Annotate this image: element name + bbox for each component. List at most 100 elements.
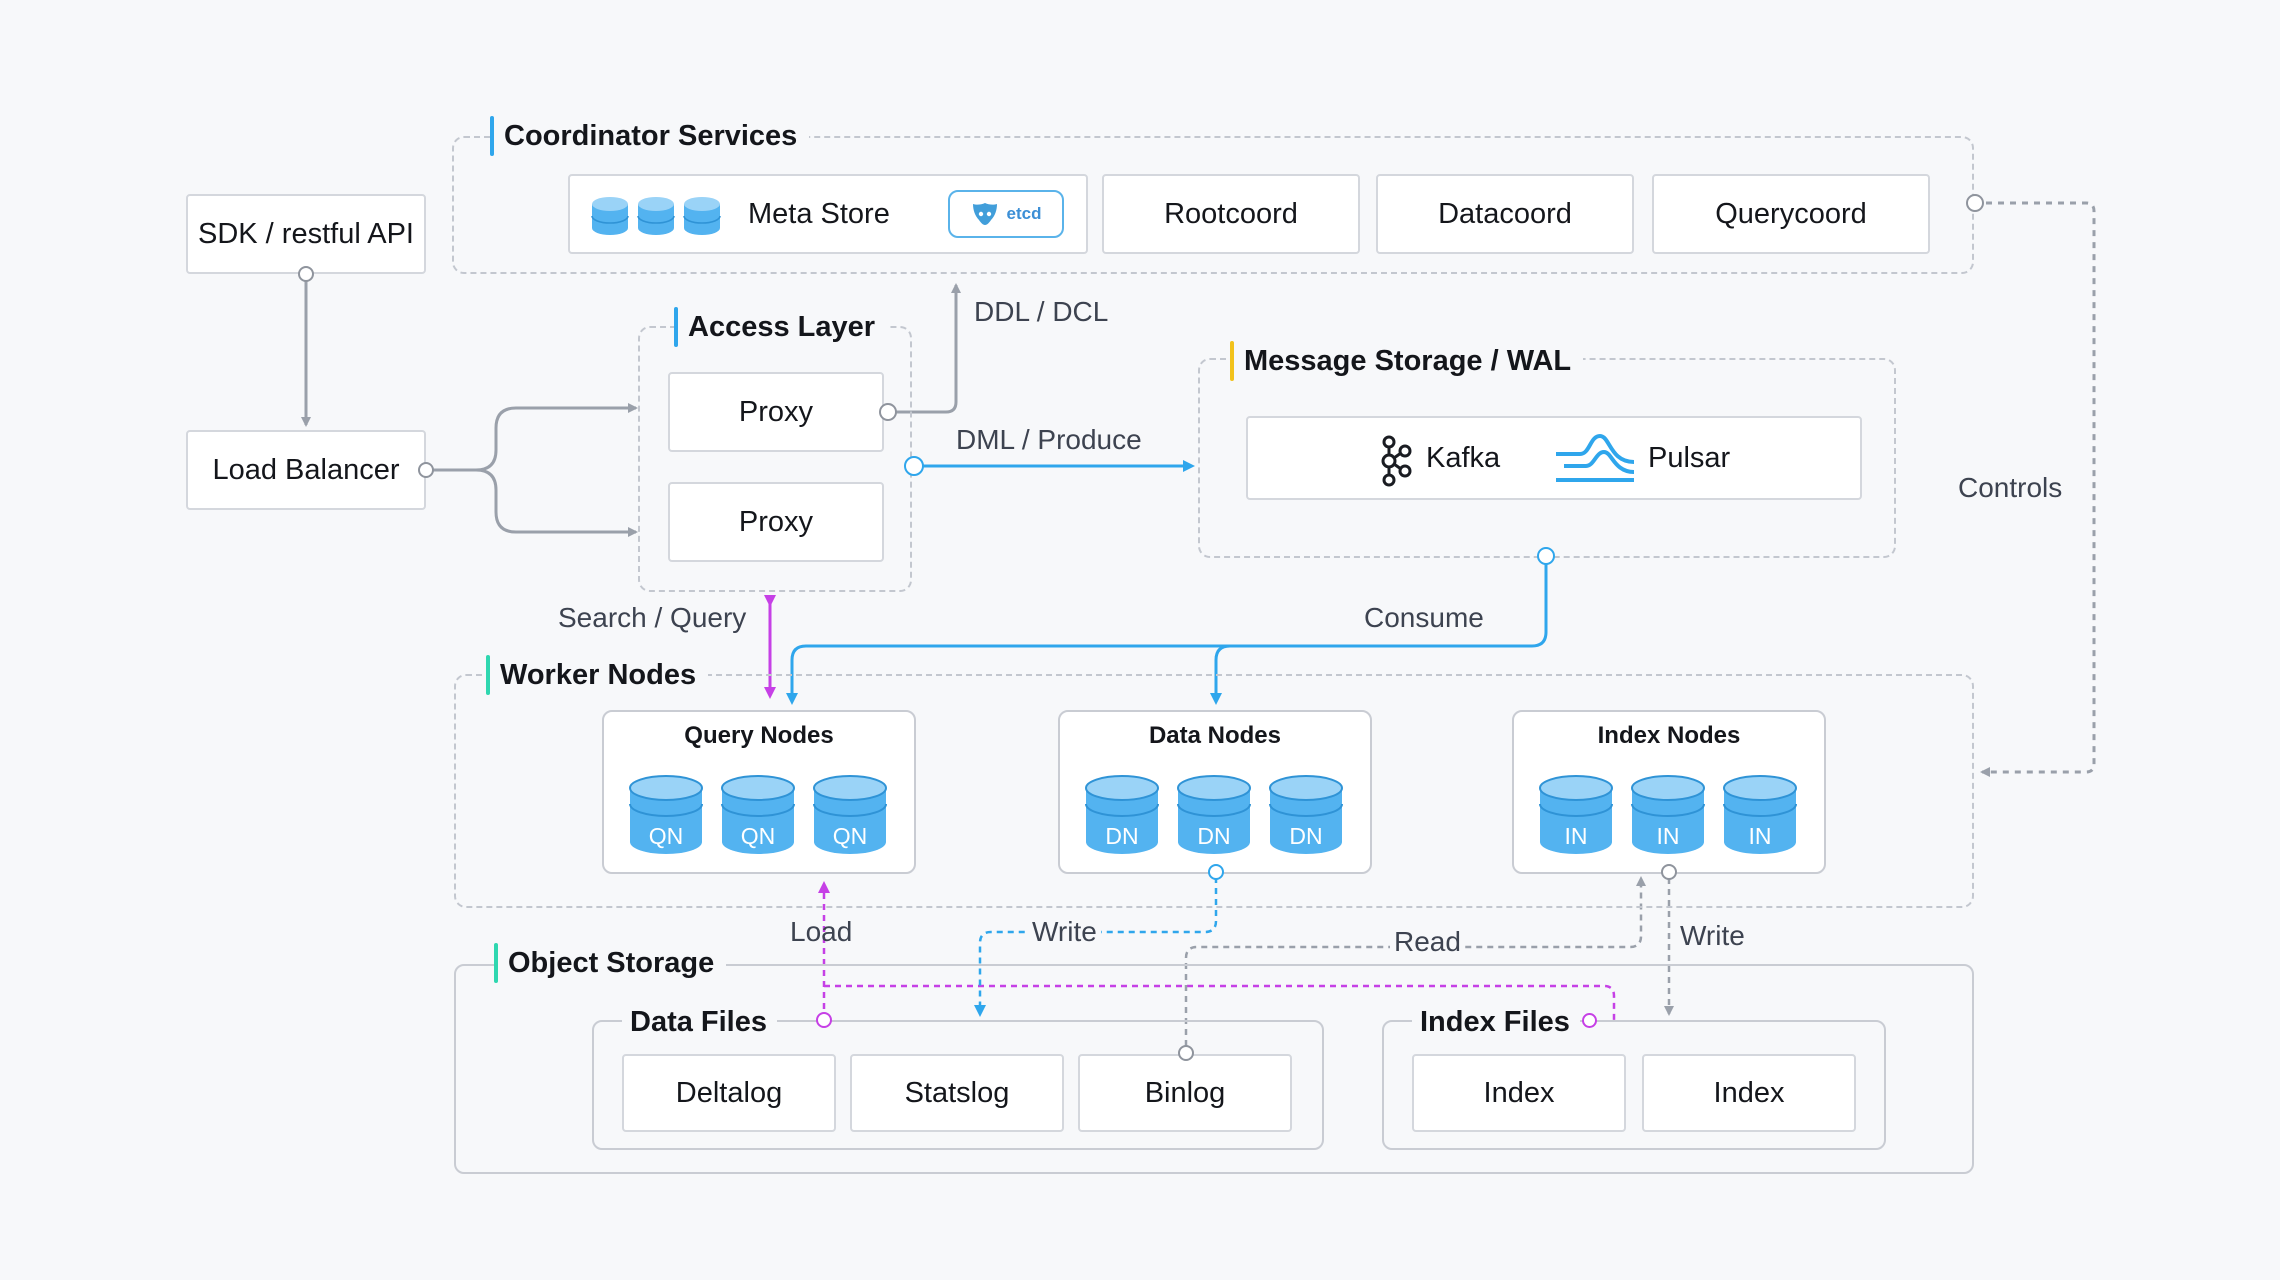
index-label-1: Index: [1483, 1076, 1555, 1109]
pulsar-label: Pulsar: [1648, 441, 1731, 474]
controls-label: Controls: [1958, 472, 2063, 503]
deltalog-box[interactable]: Deltalog: [622, 1054, 836, 1132]
data-nodes-write-port: [1208, 864, 1224, 880]
message-storage-title-text: Message Storage / WAL: [1244, 345, 1572, 377]
ddl-connector: [888, 283, 961, 414]
lb-to-proxy1-connector: [426, 403, 638, 472]
sdk-port: [298, 266, 314, 282]
write-data-label: Write: [1028, 916, 1101, 948]
coordinator-services-title-text: Coordinator Services: [504, 120, 798, 152]
etcd-label: etcd: [1006, 204, 1042, 223]
index-node-label-1: IN: [1564, 823, 1588, 849]
load-label: Load: [790, 916, 853, 947]
binlog-label: Binlog: [1144, 1076, 1226, 1109]
database-icon: [813, 775, 887, 854]
datacoord-box[interactable]: Datacoord: [1376, 174, 1634, 254]
querycoord-box[interactable]: Querycoord: [1652, 174, 1930, 254]
consume-connector: [786, 556, 1548, 705]
load-balancer-port: [418, 462, 434, 478]
index-box-2[interactable]: Index: [1642, 1054, 1856, 1132]
etcd-badge: etcd: [948, 190, 1064, 238]
etcd-icon: [972, 203, 997, 225]
write-index-label: Write: [1680, 920, 1745, 951]
data-nodes-title: Data Nodes: [1148, 722, 1282, 749]
data-files-title: Data Files: [622, 1002, 777, 1042]
rootcoord-label: Rootcoord: [1164, 197, 1298, 230]
dml-port: [904, 456, 924, 476]
database-icon: [1539, 775, 1613, 854]
object-storage-group: [454, 964, 1974, 1174]
search-query-label: Search / Query: [558, 602, 747, 633]
ddl-dcl-label: DDL / DCL: [974, 296, 1109, 327]
binlog-read-port: [1178, 1045, 1194, 1061]
database-icon: [1085, 775, 1159, 854]
query-node-label-3: QN: [832, 823, 868, 849]
query-node-label-1: QN: [648, 823, 684, 849]
index-nodes-title: Index Nodes: [1597, 722, 1741, 749]
dml-produce-label: DML / Produce: [956, 424, 1142, 455]
database-icon: [1631, 775, 1705, 854]
kafka-label: Kafka: [1426, 441, 1501, 474]
index-box-1[interactable]: Index: [1412, 1054, 1626, 1132]
index-node-label-2: IN: [1656, 823, 1680, 849]
rootcoord-box[interactable]: Rootcoord: [1102, 174, 1360, 254]
deltalog-label: Deltalog: [675, 1076, 783, 1109]
statslog-label: Statslog: [904, 1076, 1010, 1109]
index-node-label-3: IN: [1748, 823, 1772, 849]
index-label-2: Index: [1713, 1076, 1785, 1109]
query-node-label-2: QN: [740, 823, 776, 849]
database-icon: [721, 775, 795, 854]
consume-label: Consume: [1364, 602, 1484, 633]
binlog-box[interactable]: Binlog: [1078, 1054, 1292, 1132]
index-files-title: Index Files: [1412, 1002, 1580, 1042]
index-files-port: [1582, 1013, 1597, 1028]
load-port: [816, 1012, 832, 1028]
object-storage-title-text: Object Storage: [508, 947, 715, 979]
database-icon: [1723, 775, 1797, 854]
proxy-ddl-port: [879, 403, 897, 421]
controls-connector: [1974, 201, 2096, 777]
data-files-title-text: Data Files: [630, 1006, 767, 1038]
message-queue-box[interactable]: Kafka Pulsar: [1246, 416, 1862, 500]
sdk-api-box[interactable]: SDK / restful API: [186, 194, 426, 274]
data-node-label-2: DN: [1197, 823, 1231, 849]
object-storage-title: Object Storage: [494, 943, 727, 983]
data-node-label-1: DN: [1105, 823, 1139, 849]
proxy-box-2[interactable]: Proxy: [668, 482, 884, 562]
worker-nodes-group: [454, 674, 1974, 908]
querycoord-label: Querycoord: [1715, 197, 1867, 230]
access-layer-title-text: Access Layer: [688, 311, 876, 343]
query-nodes-title: Query Nodes: [684, 722, 834, 749]
statslog-box[interactable]: Statslog: [850, 1054, 1064, 1132]
index-files-title-text: Index Files: [1420, 1006, 1570, 1038]
load-index-connector: [824, 984, 1616, 1020]
sdk-api-label: SDK / restful API: [198, 217, 414, 250]
data-files-group: [592, 1020, 1324, 1150]
query-node-2: QN: [720, 774, 796, 856]
meta-store-box[interactable]: Meta Store etcd: [568, 174, 1088, 254]
data-node-2: DN: [1176, 774, 1252, 856]
index-files-group: [1382, 1020, 1886, 1150]
pulsar-icon: [1556, 433, 1635, 482]
consume-branch-connector: [1210, 644, 1231, 705]
index-nodes-write-port: [1661, 864, 1677, 880]
meta-store-label: Meta Store: [748, 197, 890, 230]
coordinator-services-title: Coordinator Services: [490, 116, 810, 156]
worker-nodes-title-text: Worker Nodes: [500, 659, 697, 691]
proxy-label-2: Proxy: [738, 505, 814, 538]
proxy-box-1[interactable]: Proxy: [668, 372, 884, 452]
controls-port: [1966, 194, 1984, 212]
data-node-3: DN: [1268, 774, 1344, 856]
load-balancer-label: Load Balancer: [212, 453, 400, 486]
index-node-3: IN: [1722, 774, 1798, 856]
kafka-icon: [1381, 435, 1412, 487]
load-balancer-box[interactable]: Load Balancer: [186, 430, 426, 510]
database-icon: [1177, 775, 1251, 854]
data-node-label-3: DN: [1289, 823, 1323, 849]
proxy-label-1: Proxy: [738, 395, 814, 428]
database-icon: [1269, 775, 1343, 854]
read-label: Read: [1390, 926, 1465, 958]
index-node-2: IN: [1630, 774, 1706, 856]
database-icon: [591, 197, 721, 235]
